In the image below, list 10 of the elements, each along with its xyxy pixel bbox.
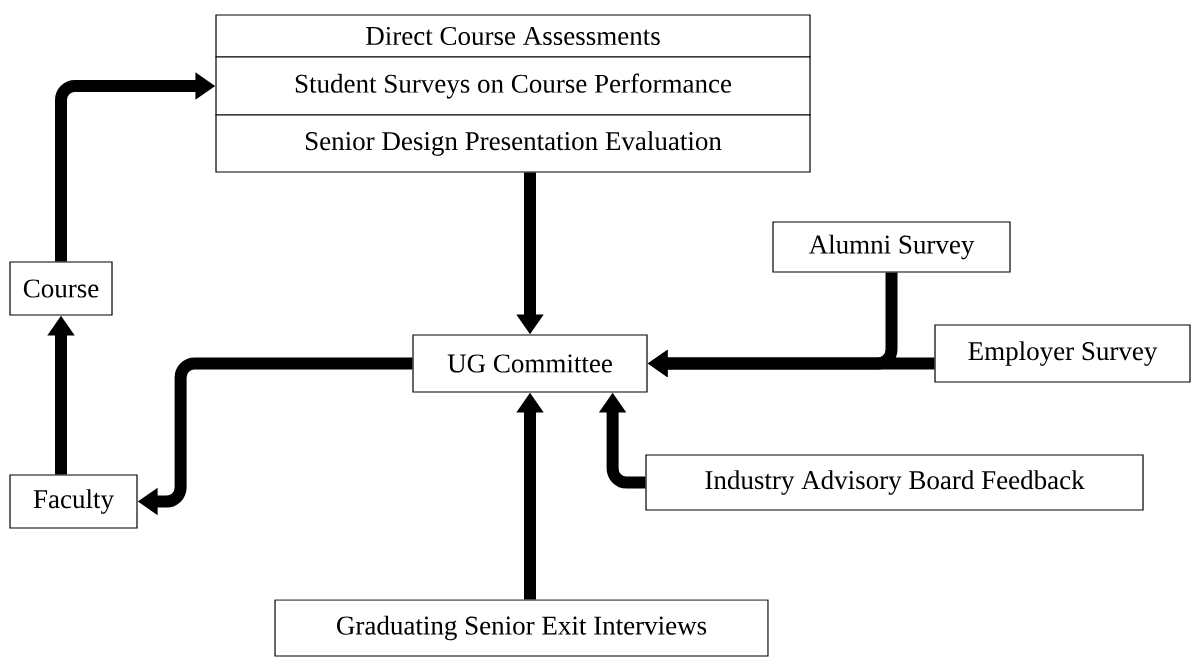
table-row: Direct Course Assessments bbox=[215, 14, 811, 58]
process-box: UG Committee bbox=[412, 334, 648, 393]
process-box: Employer Survey bbox=[934, 324, 1191, 383]
process-box: Graduating Senior Exit Interviews bbox=[274, 599, 769, 657]
process-box: Course bbox=[9, 261, 113, 316]
table-row: Student Surveys on Course Performance bbox=[215, 56, 811, 116]
process-box: Industry Advisory Board Feedback bbox=[645, 454, 1144, 511]
process-box: Alumni Survey bbox=[772, 221, 1011, 273]
process-box: Faculty bbox=[9, 474, 138, 529]
table-row: Senior Design Presentation Evaluation bbox=[215, 114, 811, 173]
